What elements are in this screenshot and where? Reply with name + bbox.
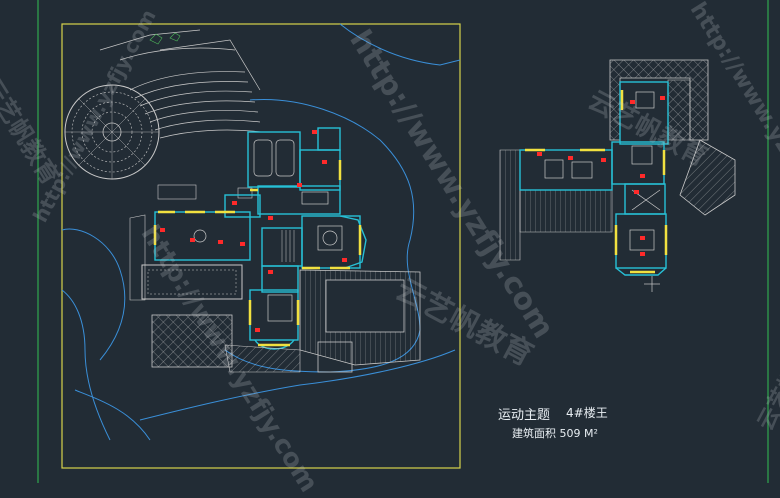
upper-floor-plan [499, 59, 736, 292]
drawing-title: 运动主题 [498, 408, 551, 423]
swimming-pool [141, 264, 243, 300]
hatched-courts [129, 214, 421, 373]
cad-drawing-canvas[interactable] [0, 0, 780, 483]
landscape-elements [149, 32, 253, 200]
building-code: 4#楼王 [566, 406, 608, 420]
north-arrow-icon [644, 276, 660, 292]
area-label: 建筑面积 509 M² [512, 427, 598, 440]
circular-plaza [64, 84, 160, 180]
site-plan-frame [61, 23, 461, 469]
ground-floor-plan [141, 127, 367, 350]
terrace-steps [99, 29, 263, 139]
